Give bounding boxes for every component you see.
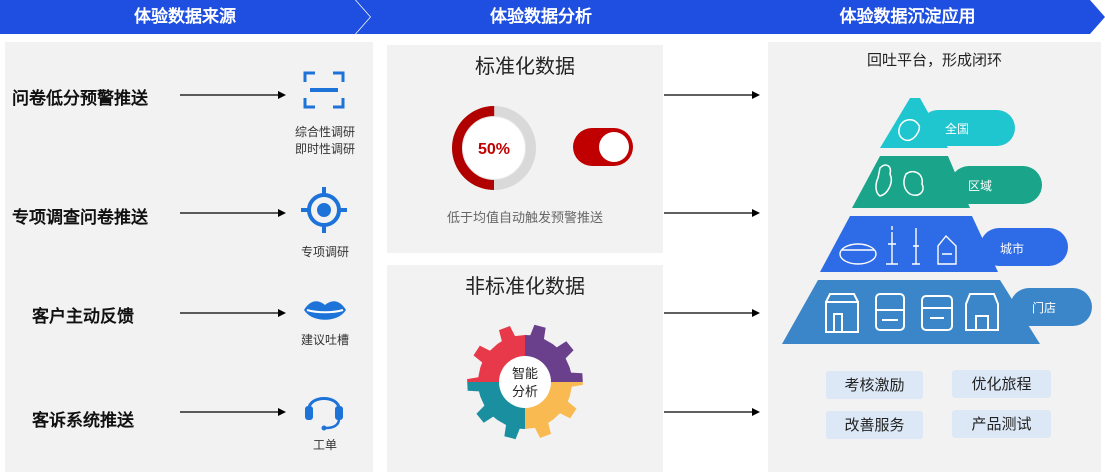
tag-improve-service: 改善服务	[826, 411, 923, 439]
region-map-icon	[903, 170, 924, 196]
nonstandard-data-title: 非标准化数据	[465, 274, 585, 298]
gear-icon: 智能 分析	[467, 324, 583, 440]
caption-line: 综合性调研	[294, 125, 355, 139]
region-map-icon	[875, 164, 892, 197]
source-label-lowscore: 问卷低分预警推送	[12, 89, 148, 109]
standard-data-caption: 低于均值自动触发预警推送	[446, 211, 603, 226]
arrow-icon	[180, 209, 286, 217]
arrow-icon	[180, 309, 286, 317]
arrow-icon	[180, 408, 286, 416]
pyramid-label-national: 全国	[945, 122, 970, 136]
source-caption-feedback: 建议吐槽	[282, 332, 368, 349]
target-icon	[301, 187, 347, 233]
china-map-icon	[898, 119, 921, 142]
city-landmarks-icon	[839, 226, 957, 265]
gear-text-line: 分析	[512, 384, 538, 399]
pill-store	[1010, 288, 1092, 326]
pyramid	[782, 98, 1092, 344]
arrow-icon	[664, 209, 760, 217]
caption-line: 即时性调研	[294, 142, 355, 156]
pyramid-label-city: 城市	[1000, 242, 1025, 256]
caption-line: 建议吐槽	[300, 333, 349, 347]
scan-icon	[303, 71, 345, 109]
source-label-special-survey: 专项调查问卷推送	[12, 208, 148, 228]
pill-city	[980, 228, 1068, 266]
lips-icon	[304, 301, 346, 320]
header-analysis: 体验数据分析	[356, 0, 726, 34]
caption-line: 工单	[312, 438, 337, 452]
tag-product-test: 产品测试	[952, 410, 1051, 438]
gauge-arc	[452, 106, 536, 190]
percent-gauge: 50%	[452, 106, 536, 190]
headset-icon	[305, 397, 343, 431]
toggle-switch	[573, 128, 633, 166]
arrow-icon	[664, 408, 760, 416]
standard-data-title: 标准化数据	[475, 54, 575, 78]
header-sources: 体验数据来源	[0, 0, 370, 34]
pyramid-label-store: 门店	[1032, 301, 1057, 315]
application-title: 回吐平台，形成闭环	[866, 51, 1002, 69]
header-sources-label: 体验数据来源	[134, 7, 236, 27]
source-label-complaints: 客诉系统推送	[32, 411, 134, 431]
arrow-icon	[664, 309, 760, 317]
source-label-feedback: 客户主动反馈	[32, 307, 134, 327]
pyramid-level-store	[782, 280, 1040, 344]
pill-region	[950, 166, 1042, 204]
tag-incentive: 考核激励	[826, 371, 923, 399]
header-application: 体验数据沉淀应用	[710, 0, 1105, 34]
store-icons	[825, 293, 999, 333]
pyramid-level-region	[852, 156, 970, 208]
source-caption-lowscore: 综合性调研 即时性调研	[282, 124, 368, 158]
sources-panel	[5, 42, 373, 472]
arrow-icon	[664, 91, 760, 99]
pyramid-level-national	[880, 98, 948, 148]
source-caption-complaints: 工单	[282, 437, 368, 454]
pyramid-label-region: 区域	[968, 179, 993, 193]
pyramid-level-city	[820, 216, 998, 272]
caption-line: 专项调研	[300, 245, 349, 259]
tag-optimize-journey: 优化旅程	[952, 370, 1051, 398]
gauge-value-text: 50%	[478, 141, 510, 158]
pill-national	[920, 110, 1015, 146]
header-application-label: 体验数据沉淀应用	[839, 7, 976, 27]
arrow-icon	[180, 91, 286, 99]
gear-text-line: 智能	[512, 366, 538, 381]
source-caption-special-survey: 专项调研	[282, 244, 368, 261]
header-analysis-label: 体验数据分析	[490, 7, 592, 27]
